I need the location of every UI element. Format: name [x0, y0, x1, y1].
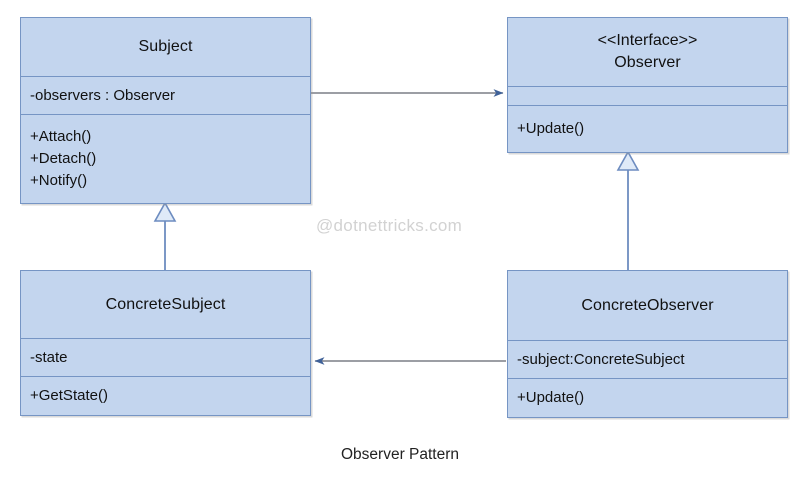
class-box-observer[interactable]: <<Interface>> Observer +Update() [507, 17, 788, 153]
class-operations-observer: +Update() [508, 105, 787, 152]
class-box-concrete-observer[interactable]: ConcreteObserver -subject:ConcreteSubjec… [507, 270, 788, 418]
class-attributes-concrete-observer: -subject:ConcreteSubject [508, 340, 787, 378]
class-member: -state [30, 348, 68, 366]
class-member: -observers : Observer [30, 86, 176, 104]
class-attributes-concrete-subject: -state [21, 338, 310, 376]
class-member: +Notify() [30, 171, 88, 189]
diagram-caption: Observer Pattern [340, 446, 460, 463]
class-box-concrete-subject[interactable]: ConcreteSubject -state +GetState() [20, 270, 311, 416]
class-member: -subject:ConcreteSubject [517, 350, 685, 368]
class-header-subject: Subject [21, 18, 310, 76]
class-name-concrete-subject: ConcreteSubject [105, 295, 226, 313]
class-member: +Detach() [30, 150, 97, 168]
connector-concretesubject-to-subject [153, 201, 177, 271]
watermark: @dotnettricks.com [316, 216, 463, 235]
class-member: +Attach() [30, 128, 92, 146]
class-header-concrete-observer: ConcreteObserver [508, 271, 787, 340]
class-name-observer: Observer [614, 54, 681, 71]
realization-triangle-icon [616, 150, 640, 171]
class-box-subject[interactable]: Subject -observers : Observer +Attach() … [20, 17, 311, 204]
class-operations-concrete-observer: +Update() [508, 378, 787, 417]
class-header-concrete-subject: ConcreteSubject [21, 271, 310, 338]
class-member: +Update() [517, 389, 585, 407]
class-header-observer: <<Interface>> Observer [508, 18, 787, 86]
connector-concreteobserver-to-observer [616, 150, 640, 271]
class-operations-concrete-subject: +GetState() [21, 376, 310, 415]
class-member: +Update() [517, 120, 585, 138]
class-operations-subject: +Attach() +Detach() +Notify() [21, 114, 310, 203]
class-name-subject: Subject [138, 38, 193, 56]
generalization-triangle-icon [153, 201, 177, 222]
class-attributes-subject: -observers : Observer [21, 76, 310, 114]
class-name-concrete-observer: ConcreteObserver [581, 296, 714, 314]
class-member: +GetState() [30, 387, 108, 405]
class-stereotype-observer: <<Interface>> [597, 32, 698, 50]
class-attributes-observer [508, 86, 787, 105]
